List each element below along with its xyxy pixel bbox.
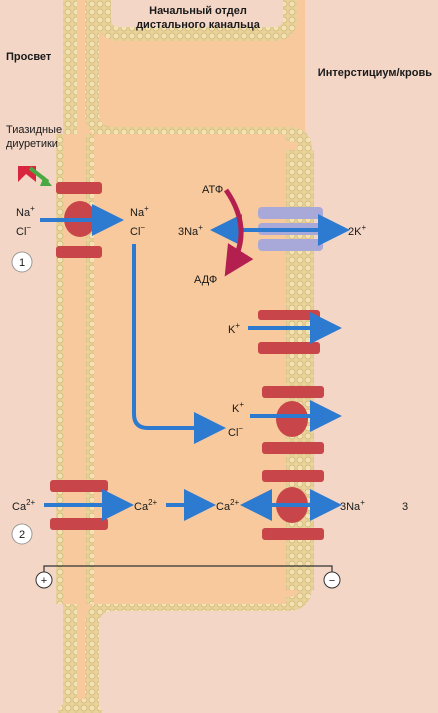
svg-text:+: + [41,575,47,587]
svg-text:АТФ: АТФ [202,184,223,196]
upper-lumen [104,0,285,18]
apical-membrane [56,134,64,604]
drug-line1: Тиазидные [6,124,62,136]
svg-text:Na+: Na+ [16,204,35,219]
svg-text:K+: K+ [228,321,240,336]
svg-text:−: − [329,575,335,587]
lumen-label: Просвет [6,51,52,63]
svg-text:Cl−: Cl− [130,223,145,238]
cytoplasm [94,134,286,604]
svg-text:Ca2+: Ca2+ [216,498,240,513]
header-line2: дистального канальца [136,19,261,31]
svg-text:Cl−: Cl− [16,223,31,238]
marker-2 [11,523,33,545]
lower-bulb [58,699,102,713]
svg-text:АДФ: АДФ [194,274,217,286]
svg-text:Ca2+: Ca2+ [134,498,158,513]
positive-terminal [35,571,53,589]
svg-text:2K+: 2K+ [348,223,366,238]
header-line1: Начальный отдел [149,5,247,17]
svg-text:K+: K+ [232,400,244,415]
drug-line2: диуретики [6,138,58,150]
apical-membrane-inner [86,134,94,604]
svg-text:Ca2+: Ca2+ [12,498,36,513]
atp-arrow [223,188,254,277]
svg-text:Na+: Na+ [130,204,149,219]
negative-terminal [323,571,341,589]
kcl-symporter [262,386,324,454]
svg-text:3Na+: 3Na+ [340,498,365,513]
svg-text:2: 2 [19,529,25,541]
marker-1 [11,251,33,273]
ca-channel [50,480,108,530]
interstitium-label: Интерстициум/кровь [318,67,432,79]
svg-text:3Na+: 3Na+ [178,223,203,238]
upper-membrane [97,0,297,41]
k-channel [258,310,320,354]
voltage-bracket [43,565,333,574]
svg-text:1: 1 [19,257,25,269]
svg-text:Cl−: Cl− [228,424,243,439]
svg-text:3: 3 [402,501,408,513]
upper-cell [64,0,305,134]
cl-pathway-arrow [132,244,226,444]
